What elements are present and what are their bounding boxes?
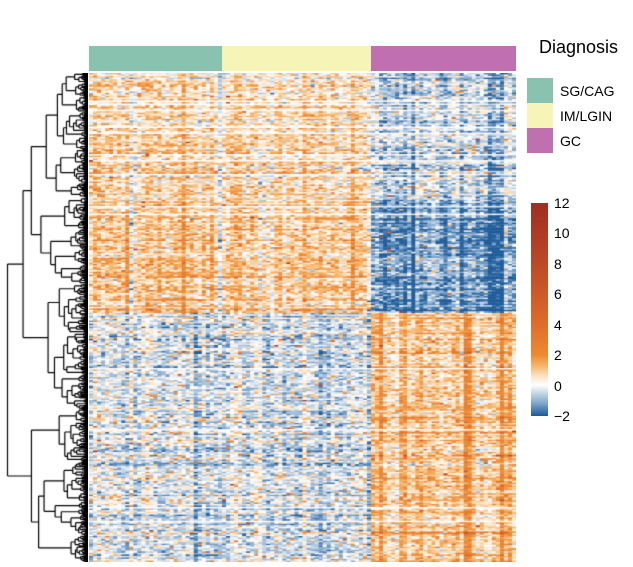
legend-item-label: SG/CAG bbox=[560, 82, 615, 99]
legend-swatch-sg-cag bbox=[527, 78, 553, 103]
legend-item-label: IM/LGIN bbox=[560, 107, 613, 124]
legend-item: IM/LGIN bbox=[527, 103, 614, 128]
diagnosis-annotation-bar bbox=[89, 46, 516, 71]
legend-swatch-im-lgin bbox=[527, 103, 553, 128]
colorbar-tick-label: 10 bbox=[554, 225, 570, 242]
colorbar-tick-label: 2 bbox=[554, 347, 562, 364]
row-dendrogram bbox=[4, 73, 88, 562]
colorbar-tick-label: 0 bbox=[554, 377, 562, 394]
legend-item: SG/CAG bbox=[527, 78, 614, 103]
legend-item-label: GC bbox=[560, 132, 581, 149]
colorbar-tick-label: −2 bbox=[554, 408, 570, 424]
annotation-segment-im-lgin bbox=[221, 46, 371, 71]
colorbar-tick-label: 4 bbox=[554, 316, 562, 333]
legend-swatch-gc bbox=[527, 128, 553, 153]
expression-heatmap bbox=[89, 73, 516, 562]
colorbar-tick-label: 6 bbox=[554, 286, 562, 303]
annotation-segment-sg-cag bbox=[89, 46, 222, 71]
diagnosis-legend: SG/CAG IM/LGIN GC bbox=[527, 78, 614, 153]
colorbar-gradient bbox=[531, 203, 548, 416]
colorbar-tick-label: 12 bbox=[554, 195, 570, 211]
annotation-segment-gc bbox=[370, 46, 516, 71]
legend-item: GC bbox=[527, 128, 614, 153]
legend-title: Diagnosis bbox=[539, 37, 619, 57]
colorbar-tick-label: 8 bbox=[554, 255, 562, 272]
